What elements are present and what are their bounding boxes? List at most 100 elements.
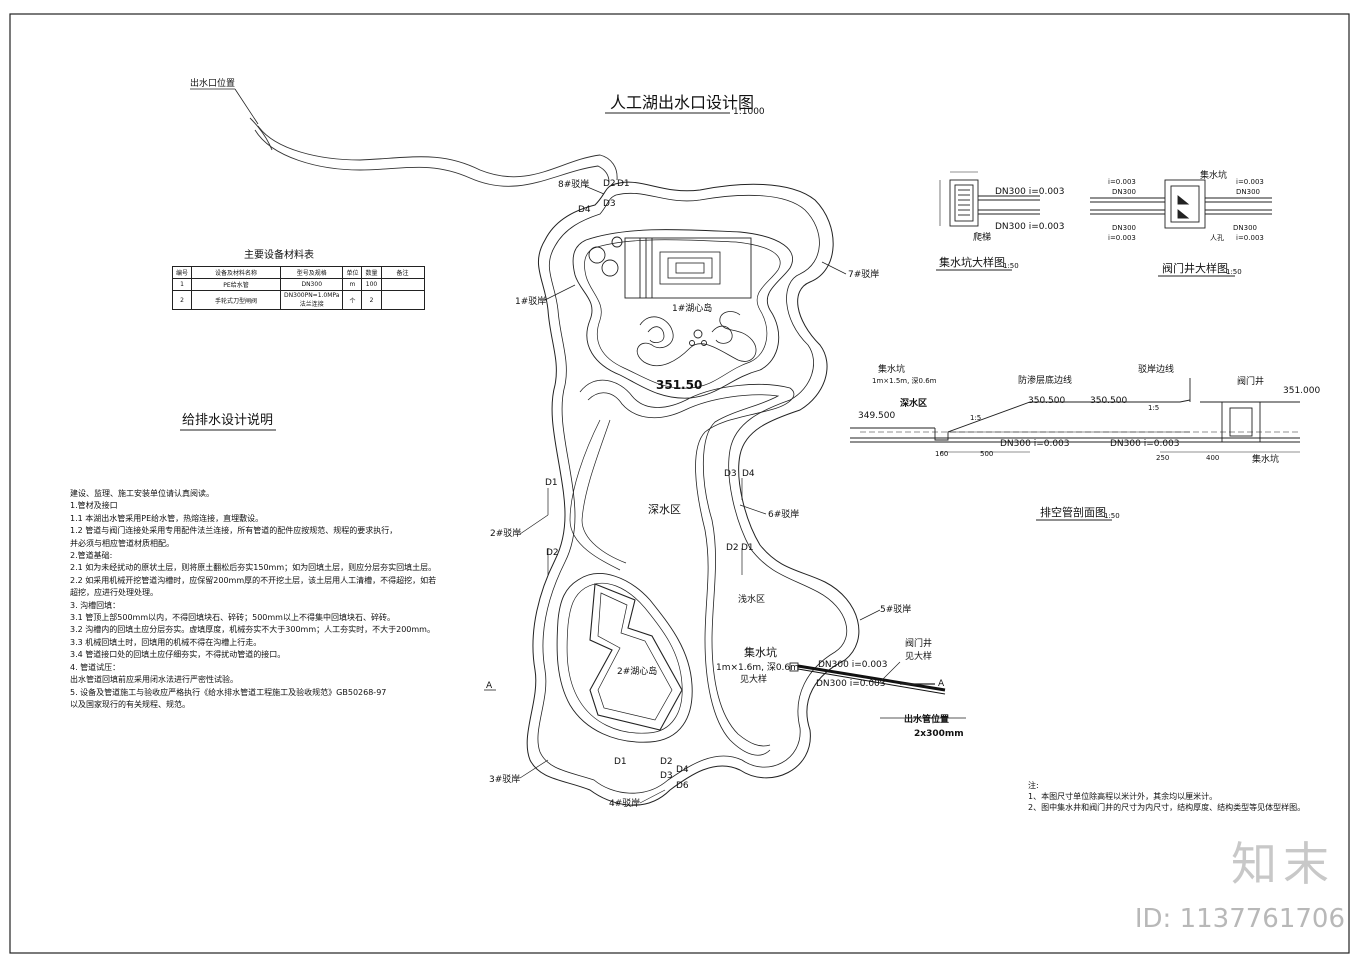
sump-detail-pipe2: DN300 i=0.003 <box>995 222 1065 232</box>
plan-pipe1-label: DN300 i=0.003 <box>818 660 888 670</box>
valve-detail-dn3: DN300 <box>1112 224 1136 232</box>
valve-detail-i4: i=0.003 <box>1236 234 1264 242</box>
outlet-pipe-size: 2x300mm <box>914 729 964 739</box>
outlet-pipe-label: 出水管位置 <box>904 713 949 725</box>
sump-detail-scale: 1:50 <box>1003 262 1019 270</box>
table-cell <box>380 278 425 291</box>
marker-d2-right: D2 <box>726 543 739 553</box>
valve-detail-dn2: DN300 <box>1236 188 1260 196</box>
central-channel <box>579 379 795 756</box>
marker-d2-top: D2 <box>603 179 616 189</box>
marker-d3-bottom: D3 <box>660 771 673 781</box>
marker-d3-top: D3 <box>603 199 616 209</box>
section-sump2-label: 集水坑 <box>1252 453 1279 465</box>
section-elev4: 351.000 <box>1283 386 1320 396</box>
table-cell <box>380 290 425 310</box>
section-dim4: 400 <box>1206 454 1219 462</box>
plan-valve-detail: 见大样 <box>905 650 932 662</box>
valve-detail-scale: 1:50 <box>1226 268 1242 276</box>
note-line: 并必须与相应管道材质相配。 <box>70 538 174 548</box>
bank-leaders <box>519 185 881 804</box>
marker-d1-right: D1 <box>741 543 754 553</box>
section-sump-size: 1m×1.5m, 深0.6m <box>872 376 937 385</box>
table-header-cell: 单位 <box>342 266 363 279</box>
marker-d3-right: D3 <box>724 469 737 479</box>
footnote-title: 注: <box>1028 781 1039 790</box>
note-line: 3.2 沟槽内的回填土应分层夯实。虚填厚度，机械夯实不大于300mm；人工夯实时… <box>70 625 435 635</box>
table-header-cell: 备注 <box>380 266 425 279</box>
plan-outlet-pipe-2 <box>797 668 946 695</box>
note-line: 1.2 管道与阀门连接处采用专用配件法兰连接，所有管道的配件应按规范、规程的要求… <box>70 526 398 536</box>
table-row: 1 PE给水管 DN300 m 100 <box>171 278 425 291</box>
valve-detail-title: 阀门井大样图 <box>1162 261 1228 275</box>
table-cell: 手轮式刀型闸阀 <box>191 290 282 310</box>
note-line: 2.管道基础: <box>70 551 113 561</box>
valve-detail <box>1090 179 1272 229</box>
bank-label-6: 6#驳岸 <box>768 509 799 520</box>
section-mark-left: A <box>486 681 493 691</box>
section-elev1: 349.500 <box>858 411 895 421</box>
valve-detail-dn4: DN300 <box>1233 224 1257 232</box>
note-line: 超挖，应进行处理处理。 <box>70 588 158 598</box>
sump-detail-title: 集水坑大样图 <box>939 255 1005 269</box>
section-title: 排空管剖面图 <box>1040 505 1106 519</box>
table-cell: 2 <box>361 290 382 310</box>
table-cell: DN300PN=1.0MPa 法兰连接 <box>280 290 344 310</box>
table-cell: DN300 <box>280 278 344 291</box>
table-header-cell: 编号 <box>171 266 193 279</box>
section-liner-label: 防渗层底边线 <box>1018 374 1072 386</box>
table-header-cell: 数量 <box>361 266 382 279</box>
sump-detail-ladder: 爬梯 <box>973 231 991 243</box>
lake-plan <box>526 181 860 806</box>
section-dim2: 500 <box>980 450 993 458</box>
footnotes: 注: 1、本图尺寸单位除高程以米计外，其余均以厘米计。 2、图中集水井和阀门井的… <box>1028 780 1305 813</box>
bank-label-8: 8#驳岸 <box>558 179 589 190</box>
table-cell: m <box>342 278 363 291</box>
note-line: 建设、监理、施工安装单位请认真阅读。 <box>70 489 214 498</box>
island-1 <box>572 229 793 399</box>
note-line: 5. 设备及管道施工与验收应严格执行《给水排水管道工程施工及验收规范》GB502… <box>70 687 387 697</box>
sheet-border <box>9 13 1350 954</box>
sump-detail-pipe1: DN300 i=0.003 <box>995 187 1065 197</box>
deep-zone-line-2 <box>581 419 627 564</box>
bank-label-3: 3#驳岸 <box>489 774 520 785</box>
bank-labels: 1#驳岸 2#驳岸 3#驳岸 4#驳岸 5#驳岸 6#驳岸 7#驳岸 8#驳岸 <box>489 179 911 809</box>
marker-d6-bottom: D6 <box>676 781 689 791</box>
section-scale: 1:50 <box>1104 512 1120 520</box>
valve-detail-dn1: DN300 <box>1112 188 1136 196</box>
marker-d1-bottom: D1 <box>614 757 627 767</box>
watermark-logo: 知末 <box>1231 837 1335 891</box>
section-valve-well-label: 阀门井 <box>1237 375 1264 387</box>
section-mark-right: A <box>938 679 945 689</box>
note-line: 1.1 本湖出水管采用PE给水管，热熔连接，直埋敷设。 <box>70 513 264 523</box>
island-2 <box>556 573 693 743</box>
lake-outer-shore <box>526 181 860 806</box>
section-elev3: 350.500 <box>1090 396 1127 406</box>
bank-label-5: 5#驳岸 <box>880 604 911 615</box>
deep-zone-line <box>569 419 621 571</box>
bank-label-1: 1#驳岸 <box>515 296 546 307</box>
materials-table: 编号 设备及材料名称 型号及规格 单位 数量 备注 1 PE给水管 DN300 … <box>171 266 425 310</box>
note-line: 3.3 机械回填土时，回填用的机械不得在沟槽上行走。 <box>70 637 262 647</box>
design-notes: 建设、监理、施工安装单位请认真阅读。 1.管材及接口 1.1 本湖出水管采用PE… <box>70 488 490 711</box>
table-cell: 1 <box>171 278 193 291</box>
bank-label-7: 7#驳岸 <box>848 269 879 280</box>
valve-detail-sump: 集水坑 <box>1200 169 1227 181</box>
note-line: 3. 沟槽回填： <box>70 600 121 610</box>
section-sump-label: 集水坑 <box>878 363 905 375</box>
note-line: 2.1 如为未经扰动的原状土层，则将原土翻松后夯实150mm；如为回填土层，则应… <box>70 563 437 573</box>
drawing-scale: 1:1000 <box>733 107 765 117</box>
table-header-row: 编号 设备及材料名称 型号及规格 单位 数量 备注 <box>171 266 425 279</box>
plan-outlet-pipe <box>797 664 946 692</box>
valve-detail-i1: i=0.003 <box>1108 178 1136 186</box>
note-line: 4. 管道试压： <box>70 662 121 672</box>
note-line: 以及国家现行的有关规程、规范。 <box>70 699 190 709</box>
notes-title: 给排水设计说明 <box>182 413 273 428</box>
table-header-cell: 设备及材料名称 <box>191 266 282 279</box>
island-2-label: 2#湖心岛 <box>617 665 657 677</box>
materials-title: 主要设备材料表 <box>244 250 314 261</box>
section-bank-label: 驳岸边线 <box>1138 363 1174 375</box>
sump-detail <box>939 171 1040 227</box>
deep-zone-label: 深水区 <box>648 503 681 516</box>
